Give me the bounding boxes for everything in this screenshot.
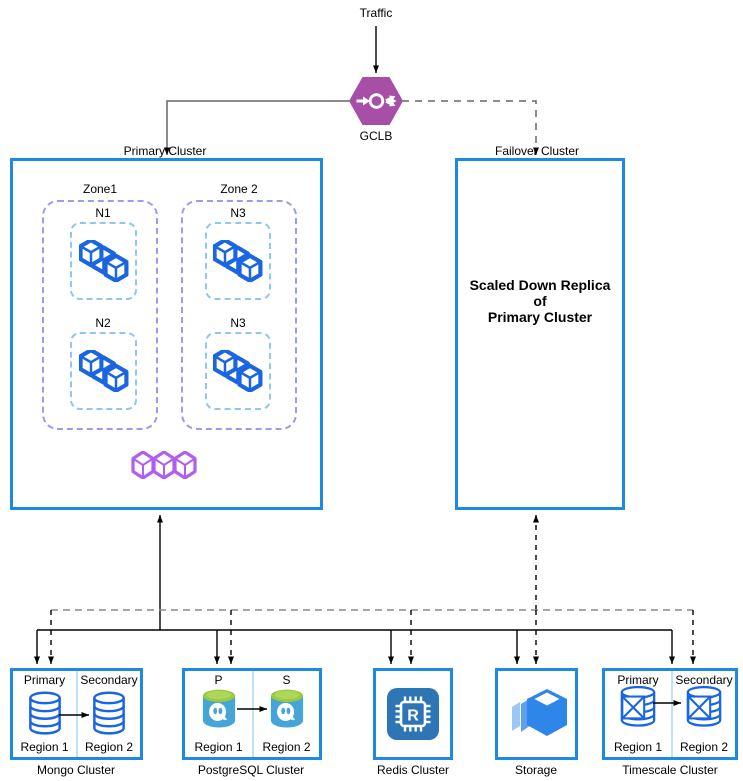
postgresql-secondary-cell: S Region 2 [254, 671, 319, 757]
timescale-cluster-label: Timescale Cluster [622, 763, 718, 777]
node-n2-label: N2 [95, 316, 111, 330]
storage-label: Storage [514, 763, 558, 777]
mongo-secondary-region: Region 2 [84, 740, 134, 754]
postgresql-cluster-box: P Region 1 S Regio [182, 668, 322, 760]
node-n1-box [70, 222, 137, 300]
mongo-region-divider [76, 671, 78, 757]
pods-icon [131, 450, 199, 482]
timescale-primary-cell: Primary Region 1 [605, 671, 671, 757]
traffic-label: Traffic [359, 6, 393, 20]
failover-bus-dashed [48, 609, 696, 664]
redis-letter: R [407, 708, 419, 725]
timescaledb-icon [620, 686, 656, 727]
postgresql-primary-role: P [214, 673, 223, 687]
timescale-secondary-cell: Secondary Region 2 [673, 671, 735, 757]
mongo-cluster-box: Primary Region 1 Secondary Region 2 [10, 668, 143, 760]
timescale-secondary-role: Secondary [675, 673, 733, 687]
failover-description-line2: of [533, 293, 547, 309]
redis-cluster-box: R [373, 668, 453, 760]
zone1-label: Zone1 [82, 182, 118, 196]
gclb-label: GCLB [359, 129, 393, 143]
workload-cubes-icon [78, 240, 128, 282]
mongodb-icon [28, 691, 61, 735]
mongo-secondary-cell: Secondary Region 2 [78, 671, 140, 757]
timescale-cluster-box: Primary Region 1 Secondary Region 2 [602, 668, 738, 760]
postgresql-primary-cell: P Region 1 [185, 671, 252, 757]
zone2-box [181, 200, 297, 430]
node-n3b-box [205, 332, 271, 410]
node-n2-box [70, 332, 137, 410]
node-n3a-box [205, 222, 271, 300]
postgresql-primary-region: Region 1 [194, 740, 243, 754]
failover-description-line3: Primary Cluster [487, 309, 593, 325]
mongo-secondary-role: Secondary [80, 673, 138, 687]
storage-box [495, 668, 578, 760]
postgresql-secondary-role: S [282, 673, 291, 687]
workload-cubes-icon [78, 350, 128, 392]
timescale-primary-region: Region 1 [613, 740, 663, 754]
node-n1-label: N1 [95, 206, 111, 220]
failover-description: Scaled Down Replica of Primary Cluster [455, 277, 625, 325]
failover-description-line1: Scaled Down Replica [469, 277, 611, 293]
timescale-primary-role: Primary [617, 673, 659, 687]
postgresql-cluster-label: PostgreSQL Cluster [197, 763, 305, 777]
mongodb-icon [93, 691, 125, 735]
failover-cluster-label: Failover Cluster [494, 144, 580, 158]
timescale-region-divider [671, 671, 673, 757]
postgresql-secondary-region: Region 2 [262, 740, 311, 754]
mongo-primary-region: Region 1 [20, 740, 69, 754]
primary-cluster-label: Primary Cluster [123, 144, 207, 158]
mongo-primary-cell: Primary Region 1 [13, 671, 76, 757]
timescaledb-icon [686, 686, 722, 727]
zone1-box [42, 200, 158, 430]
workload-cubes-icon [213, 350, 263, 392]
workload-cubes-icon [213, 240, 263, 282]
mongo-cluster-label: Mongo Cluster [36, 763, 116, 777]
zone2-label: Zone 2 [220, 182, 258, 196]
postgresql-icon [270, 689, 303, 728]
postgresql-region-divider [252, 671, 254, 757]
redis-chip-icon: R [387, 688, 439, 740]
storage-boxes-icon [511, 689, 567, 736]
mongo-primary-role: Primary [23, 673, 66, 687]
node-n3b-label: N3 [230, 316, 246, 330]
redis-cluster-label: Redis Cluster [376, 763, 450, 777]
primary-cluster-box [10, 158, 323, 510]
postgresql-icon [202, 689, 235, 728]
failover-cluster-box [455, 158, 625, 510]
load-balancer-icon [349, 77, 403, 125]
node-n3a-label: N3 [230, 206, 246, 220]
primary-bus-solid [34, 629, 675, 664]
timescale-secondary-region: Region 2 [679, 740, 729, 754]
